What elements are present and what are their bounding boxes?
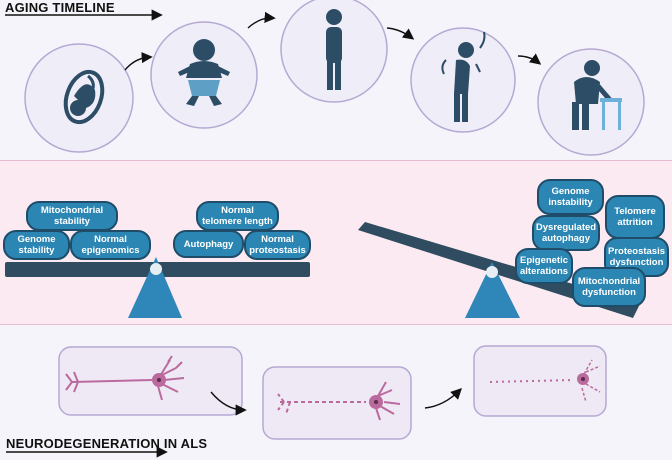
fragmented-neuron bbox=[489, 379, 575, 383]
aging-timeline-title: AGING TIMELINE bbox=[5, 0, 115, 15]
aging-stage-walker bbox=[537, 48, 645, 156]
stage-arrow-1 bbox=[124, 51, 153, 71]
pill-telomere-attrition: Telomere attrition bbox=[605, 195, 665, 239]
pill-normal-proteostasis: Normal proteostasis bbox=[244, 230, 311, 260]
healthy-neuron bbox=[65, 355, 185, 401]
aging-stage-baby bbox=[150, 21, 258, 129]
tipped-scale bbox=[358, 222, 640, 318]
scale-beam-right bbox=[358, 222, 640, 318]
neuron-arrow-1 bbox=[210, 391, 247, 416]
balanced-scale bbox=[5, 257, 310, 318]
pill-genome-stability: Genome stability bbox=[3, 230, 70, 260]
neuron-stage-fragmented bbox=[473, 345, 607, 417]
pill-normal-epigenomics: Normal epigenomics bbox=[70, 230, 151, 260]
aging-stage-bent bbox=[410, 27, 516, 133]
baby-icon bbox=[178, 39, 230, 106]
fulcrum-right bbox=[465, 262, 520, 318]
fetus-icon bbox=[63, 69, 105, 125]
aging-stage-adult bbox=[280, 0, 388, 103]
adult-icon bbox=[326, 9, 342, 90]
pill-epigenetic-alterations: Epigenetic alterations bbox=[515, 248, 573, 284]
pill-genome-instability: Genome instability bbox=[537, 179, 604, 215]
stage-arrow-3 bbox=[386, 27, 415, 40]
stage-arrow-4 bbox=[517, 53, 542, 65]
pill-mitochondrial-dysfunction: Mitochondrial dysfunction bbox=[572, 267, 646, 307]
elderly-bent-icon bbox=[441, 31, 486, 122]
neuron-stage-healthy bbox=[58, 346, 243, 416]
pill-dysregulated-autophagy: Dysregulated autophagy bbox=[532, 215, 600, 251]
neuron-stage-degenerating bbox=[262, 366, 412, 440]
fulcrum-left bbox=[128, 257, 182, 318]
aging-stage-fetus bbox=[24, 43, 134, 153]
pill-normal-telomere-length: Normal telomere length bbox=[196, 201, 279, 231]
pill-autophagy: Autophagy bbox=[173, 230, 244, 258]
stage-arrow-2 bbox=[247, 11, 276, 29]
elderly-walker-icon bbox=[572, 60, 622, 130]
degenerating-neuron bbox=[277, 393, 366, 415]
neuron-arrow-2 bbox=[424, 388, 462, 409]
neurodegeneration-title: NEURODEGENERATION IN ALS bbox=[6, 436, 208, 451]
pill-mitochondrial-stability: Mitochondrial stability bbox=[26, 201, 118, 231]
